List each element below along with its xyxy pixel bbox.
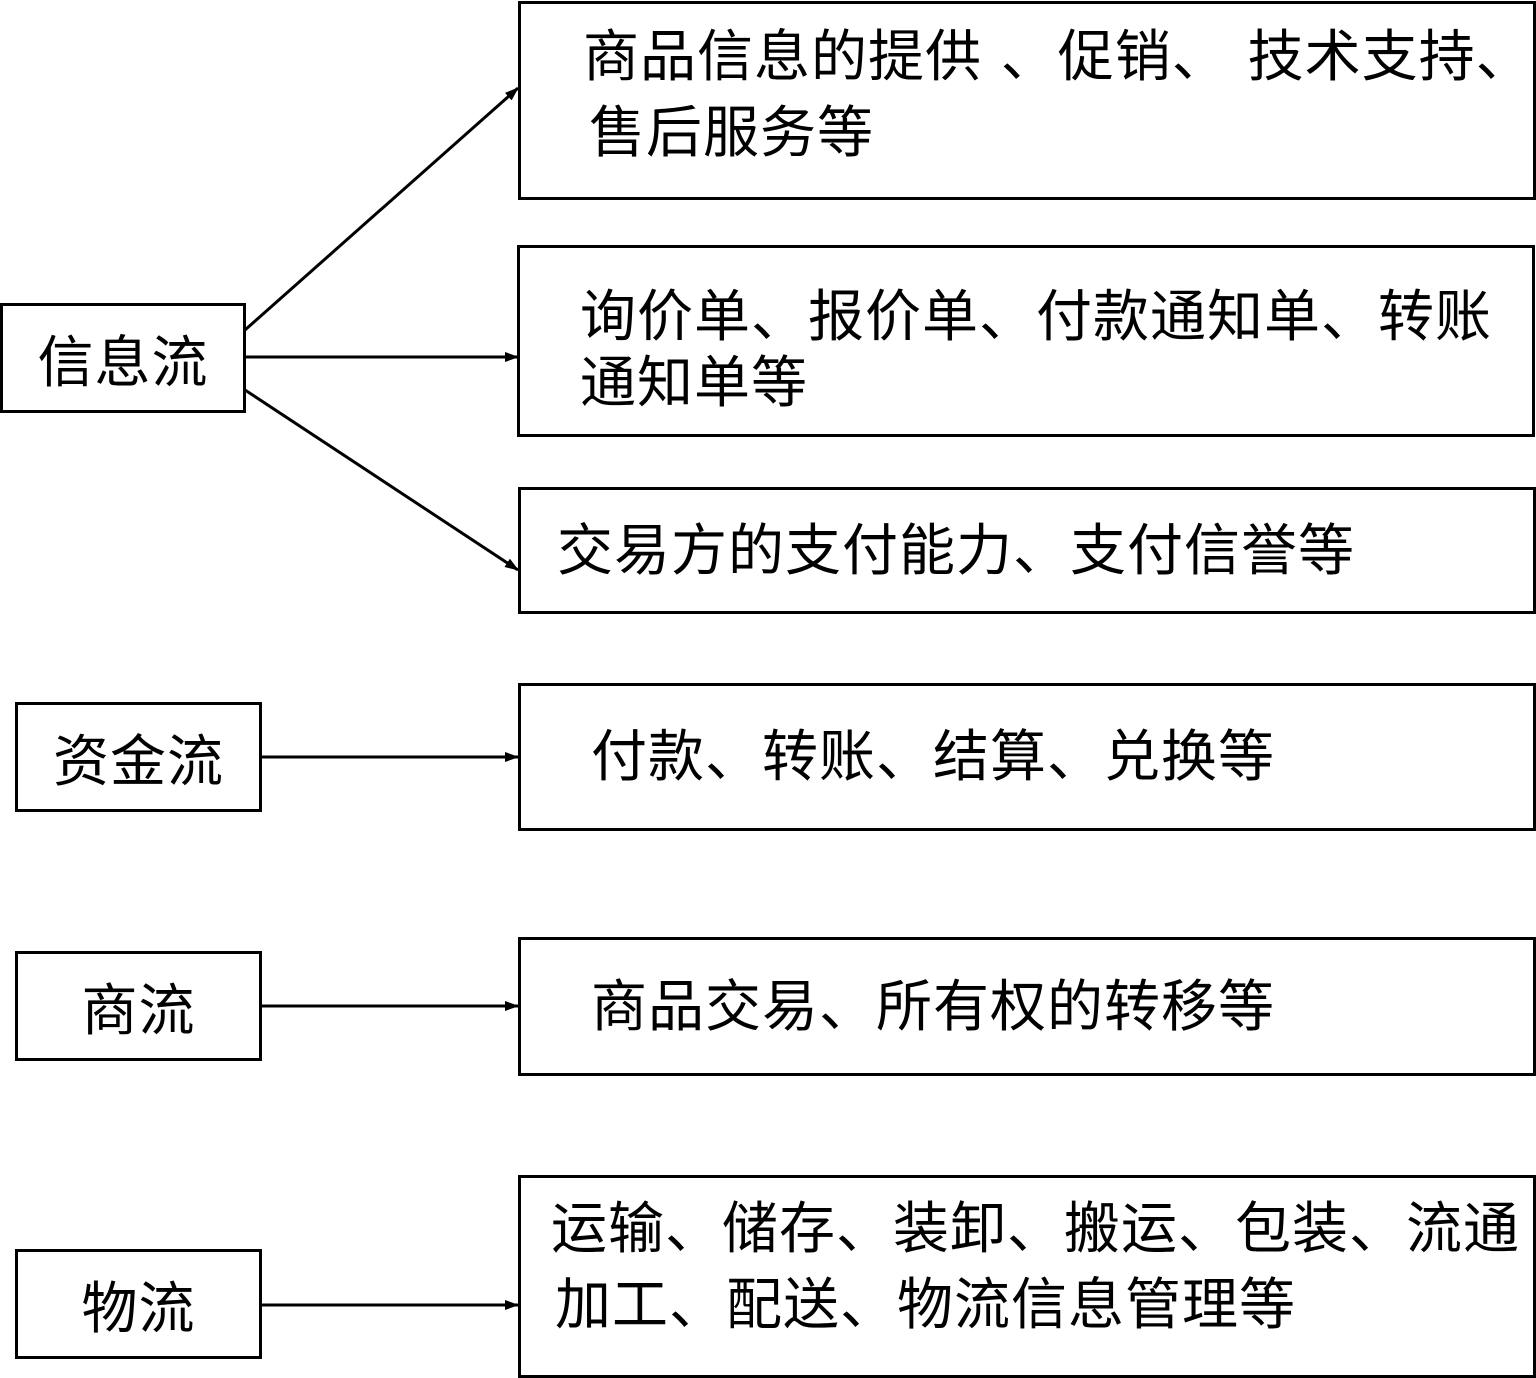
documents-box: 询价单、报价单、付款通知单、转账 通知单等 xyxy=(517,245,1535,437)
product-info-line-2: 售后服务等 xyxy=(589,101,874,166)
logistics-operations-box: 运输、储存、装卸、搬运、包装、流通 加工、配送、物流信息管理等 xyxy=(518,1175,1536,1378)
product-info-box: 商品信息的提供 、促销、 技术支持、 售后服务等 xyxy=(518,1,1536,200)
capital-flow-box: 资金流 xyxy=(15,702,262,812)
payments-box: 付款、转账、结算、兑换等 xyxy=(518,683,1536,831)
info-flow-box: 信息流 xyxy=(0,303,246,413)
logistics-flow-label: 物流 xyxy=(81,1276,196,1342)
capital-flow-label: 资金流 xyxy=(53,729,224,795)
payment-ability-line-1: 交易方的支付能力、支付信誉等 xyxy=(557,519,1355,584)
arrow-info-to-product-info xyxy=(244,86,519,332)
logistics-flow-box: 物流 xyxy=(15,1249,262,1359)
transactions-box: 商品交易、所有权的转移等 xyxy=(518,937,1536,1076)
commerce-flow-box: 商流 xyxy=(15,951,262,1061)
info-flow-label: 信息流 xyxy=(37,330,209,396)
product-info-line-1: 商品信息的提供 、促销、 技术支持、 xyxy=(583,25,1533,90)
commerce-flow-label: 商流 xyxy=(81,978,196,1044)
arrow-info-to-payment-ability xyxy=(244,388,519,572)
payment-ability-box: 交易方的支付能力、支付信誉等 xyxy=(518,487,1536,614)
logistics-operations-line-2: 加工、配送、物流信息管理等 xyxy=(555,1273,1296,1338)
documents-line-2: 通知单等 xyxy=(580,351,808,416)
payments-line-1: 付款、转账、结算、兑换等 xyxy=(591,725,1275,790)
documents-line-1: 询价单、报价单、付款通知单、转账 xyxy=(580,285,1492,350)
logistics-operations-line-1: 运输、储存、装卸、搬运、包装、流通 xyxy=(551,1197,1520,1262)
transactions-line-1: 商品交易、所有权的转移等 xyxy=(591,975,1275,1040)
